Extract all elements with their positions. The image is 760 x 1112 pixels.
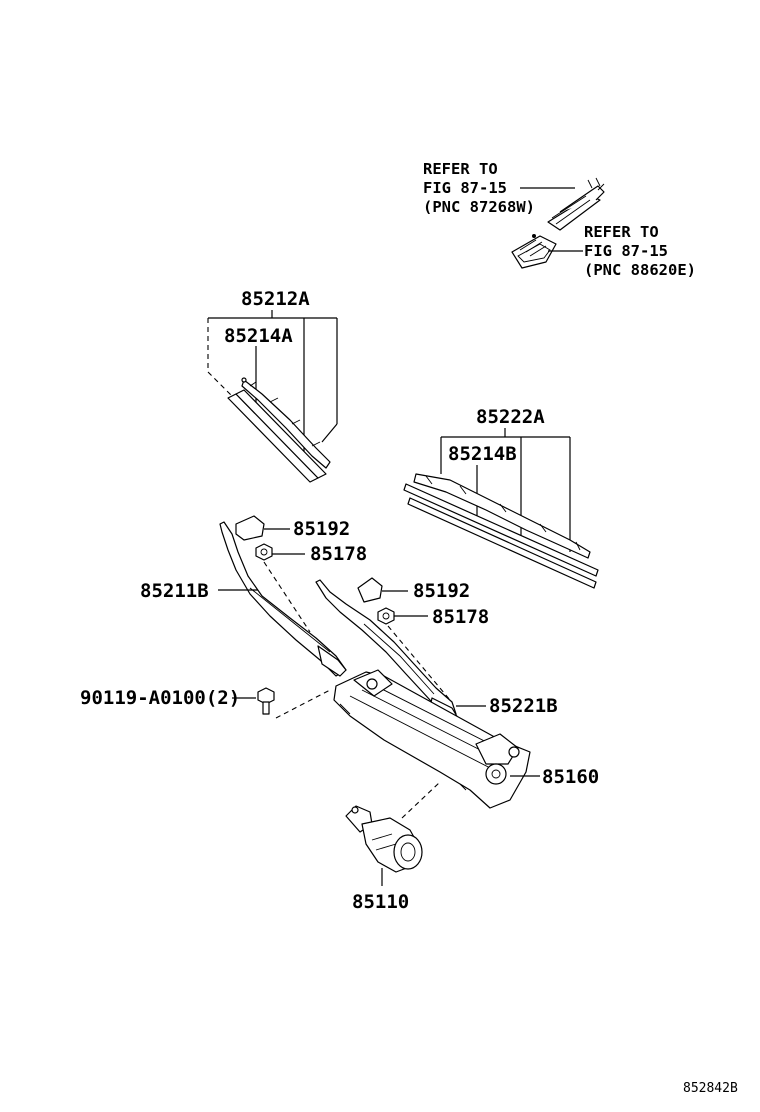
label-85221b: 85221B [489, 695, 558, 717]
right-nut-drawing [377, 607, 395, 625]
figure-code: 852842B [683, 1081, 738, 1096]
fig-ref-2: FIG 87-15 [584, 242, 668, 260]
label-85222a: 85222A [476, 406, 545, 428]
label-85214a: 85214A [224, 325, 293, 347]
label-85211b: 85211B [140, 580, 209, 602]
label-85178-left: 85178 [310, 543, 367, 565]
motor-drawing [345, 805, 423, 873]
label-85212a: 85212A [241, 288, 310, 310]
label-85192-left: 85192 [293, 518, 350, 540]
refer-to-2: REFER TO [584, 223, 659, 241]
link-assy-drawing [333, 669, 531, 809]
washer-nozzle-drawing [547, 177, 605, 231]
label-85178-right: 85178 [432, 606, 489, 628]
right-cap-drawing [357, 577, 383, 603]
pnc-ref-1: (PNC 87268W) [423, 198, 535, 216]
label-85192-right: 85192 [413, 580, 470, 602]
left-blade-drawing [227, 377, 331, 483]
bolt-drawing [257, 687, 275, 715]
right-blade-drawing [403, 473, 599, 589]
label-90119-a0100: 90119-A0100(2) [80, 687, 240, 709]
pnc-ref-2: (PNC 88620E) [584, 261, 696, 279]
label-85110: 85110 [352, 891, 409, 913]
left-nut-drawing [255, 543, 273, 561]
refer-to-1: REFER TO [423, 160, 498, 178]
label-85214b: 85214B [448, 443, 517, 465]
label-85160: 85160 [542, 766, 599, 788]
cowl-clip-drawing [511, 234, 557, 269]
left-cap-drawing [235, 515, 265, 541]
left-arm-drawing [219, 521, 347, 677]
fig-ref-1: FIG 87-15 [423, 179, 507, 197]
